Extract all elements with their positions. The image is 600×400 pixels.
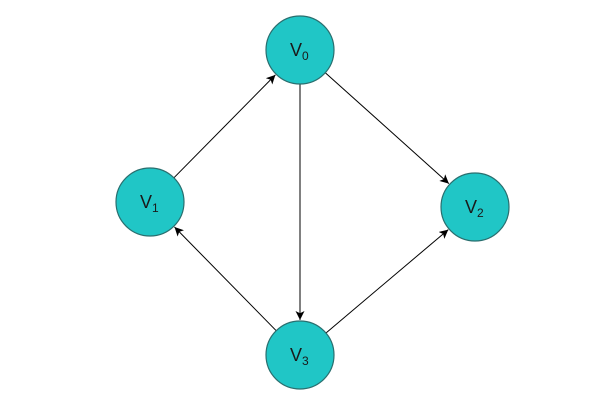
node-label: V3 xyxy=(290,345,309,368)
node-v2: V2 xyxy=(440,172,510,242)
node-label-subscript: 2 xyxy=(477,206,484,220)
node-v3: V3 xyxy=(265,320,335,390)
node-label-main: V xyxy=(465,197,477,217)
edge-v3-to-v1 xyxy=(174,226,277,332)
node-label-main: V xyxy=(140,192,152,212)
edge-v3-to-v2 xyxy=(325,229,449,334)
node-v0: V0 xyxy=(265,15,335,85)
node-circle xyxy=(440,172,510,242)
node-label-subscript: 0 xyxy=(302,49,309,63)
node-circle xyxy=(115,167,185,237)
edge-v0-to-v2 xyxy=(324,72,450,184)
node-label-main: V xyxy=(290,40,302,60)
node-label: V0 xyxy=(290,40,309,63)
node-label-subscript: 3 xyxy=(302,354,309,368)
node-circle xyxy=(265,15,335,85)
node-v1: V1 xyxy=(115,167,185,237)
node-label: V2 xyxy=(465,197,484,220)
node-label-subscript: 1 xyxy=(152,201,159,215)
node-label-main: V xyxy=(290,345,302,365)
node-label: V1 xyxy=(140,192,159,215)
edge-v1-to-v0 xyxy=(173,74,276,179)
edges-layer xyxy=(173,72,450,334)
node-circle xyxy=(265,320,335,390)
